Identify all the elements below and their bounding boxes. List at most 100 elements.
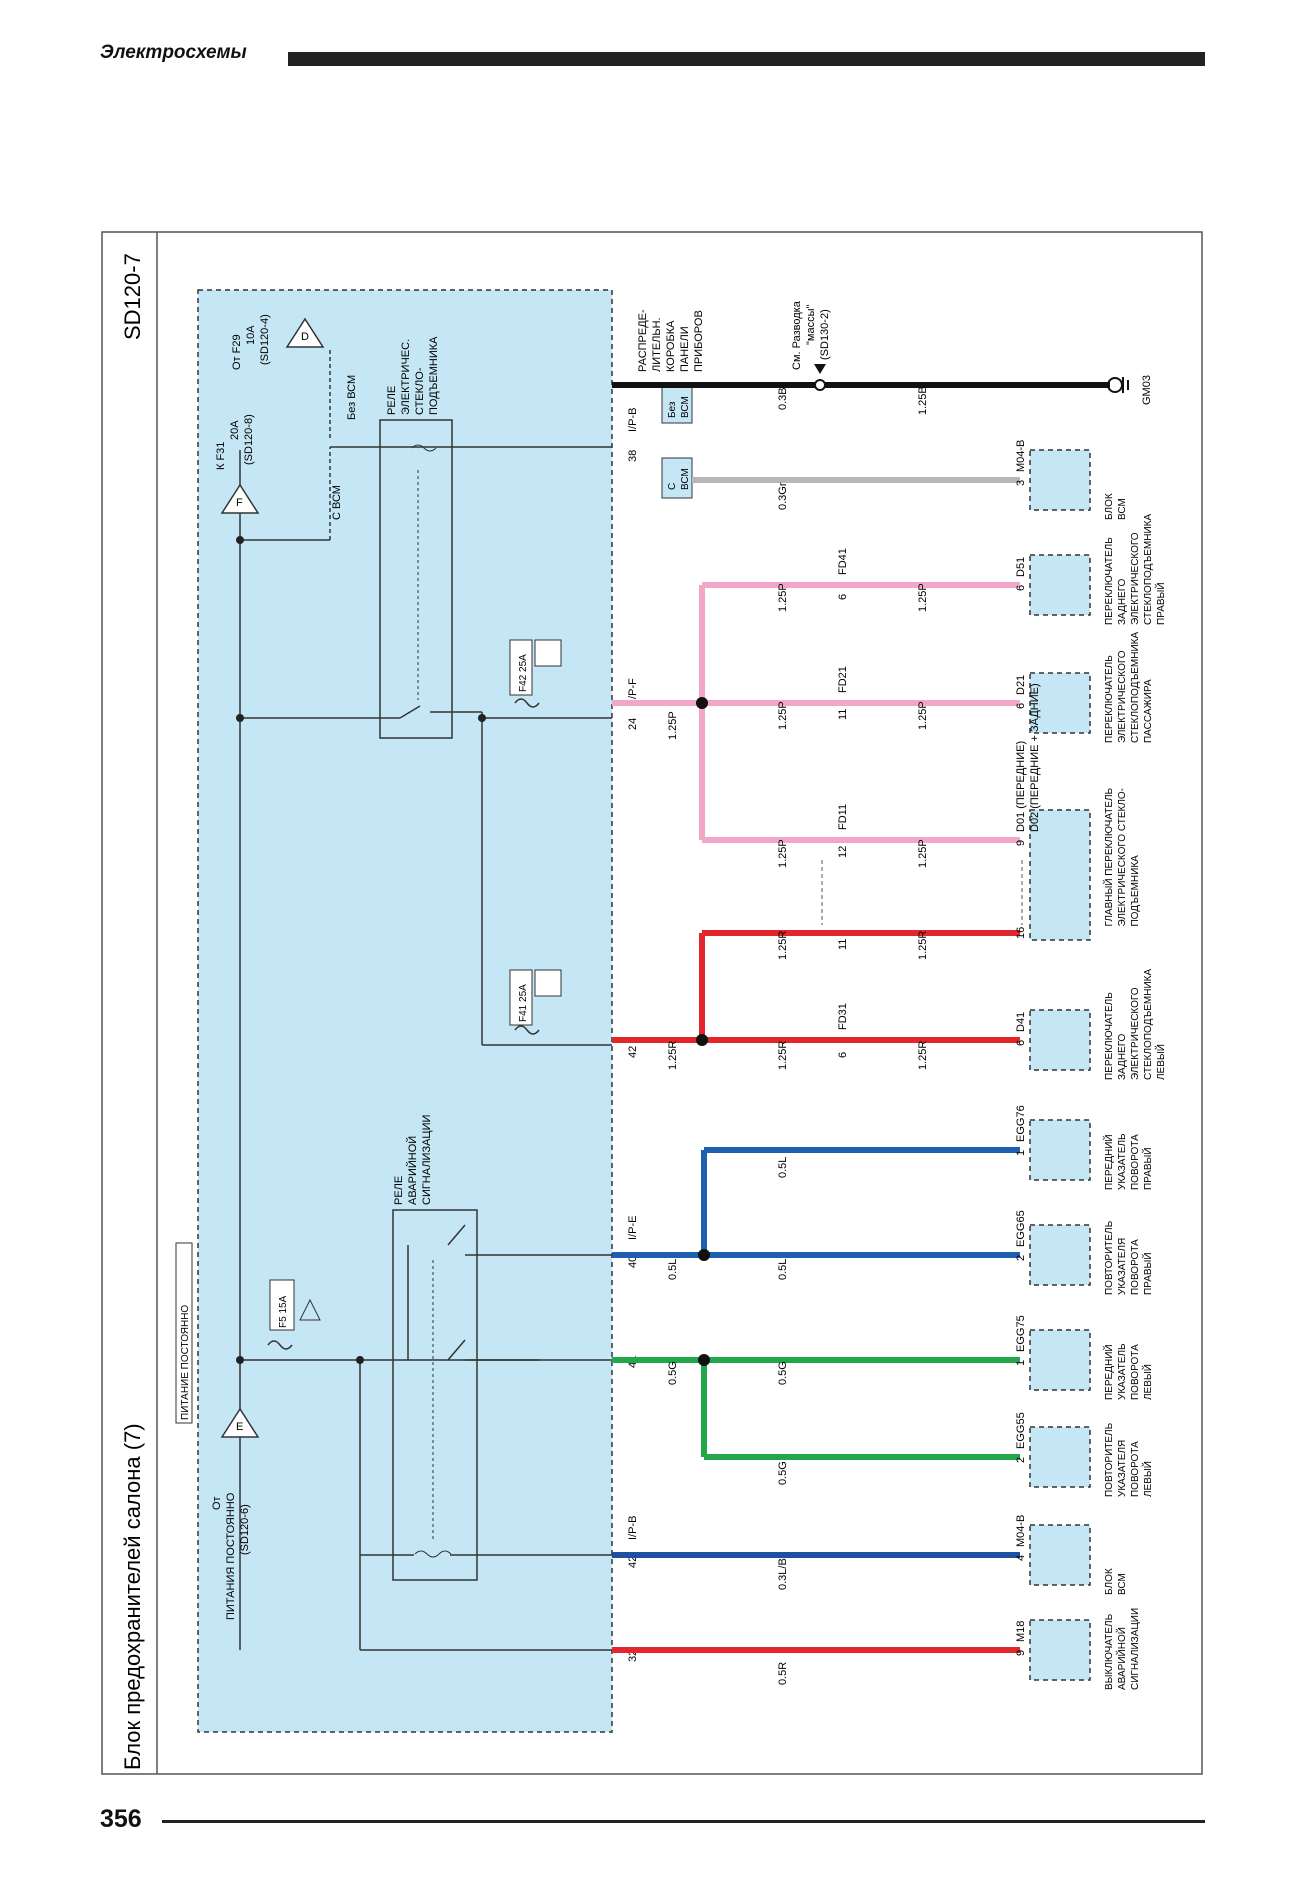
footer-line — [162, 1820, 1205, 1823]
fuse-front-label: F42 25A — [518, 654, 529, 692]
component-box — [1029, 809, 1091, 941]
component-label: ГЛАВНЫЙ ПЕРЕКЛЮЧАТЕЛЬ — [1102, 787, 1115, 926]
component-label: УКАЗАТЕЛЯ — [1117, 1440, 1128, 1497]
component-label: ПЕРЕКЛЮЧАТЕЛЬ — [1104, 992, 1115, 1080]
component-label: ЛЕВЫЙ — [1141, 1461, 1154, 1497]
wl-05g-3: 0.5G — [777, 1461, 789, 1485]
component-label: ЭЛЕКТРИЧЕСКОГО СТЕКЛО- — [1117, 788, 1128, 927]
hazard-relay-line1: РЕЛЕ — [393, 1176, 405, 1205]
fd21: FD21 — [837, 666, 849, 693]
component-connector: D01 (ПЕРЕДНИЕ) — [1015, 741, 1027, 832]
component-label: ЗАДНЕГО — [1117, 578, 1128, 625]
fuse-hazard-box — [269, 1279, 295, 1331]
component-label: СТЕКЛОПОДЪЕМНИКА — [1143, 513, 1154, 625]
pin-38: 38 — [627, 450, 639, 462]
wl-05g-2: 0.5G — [777, 1361, 789, 1385]
ground-ref-2: "массы" — [805, 305, 817, 345]
fd31: FD31 — [837, 1003, 849, 1030]
without-bcm-tag-1: Без — [667, 401, 678, 418]
component-label: ПОВОРОТА — [1130, 1441, 1141, 1497]
pin-42b: 42 — [627, 1556, 639, 1568]
jbox-2: ЛИТЕЛЬН. — [651, 317, 663, 372]
hazard-relay-box — [392, 1209, 478, 1581]
pin-24: 24 — [627, 718, 639, 730]
section-title: Электросхемы — [100, 42, 247, 63]
pin-42a: 42 — [627, 1046, 639, 1058]
component-label: ВЫКЛЮЧАТЕЛЬ — [1104, 1613, 1115, 1690]
component-label: ПРАВЫЙ — [1154, 582, 1167, 625]
with-bcm-tag-2: ВСМ — [680, 468, 691, 490]
perm-power-box — [175, 1242, 193, 1424]
window-relay-line4: ПОДЪЕМНИКА — [428, 336, 440, 415]
perm-power-label: ПИТАНИЕ ПОСТОЯННО — [180, 1305, 191, 1420]
source-d-line1: От F29 — [231, 334, 243, 370]
wl-125p-1: 1.25P — [777, 583, 789, 612]
page-number: 356 — [100, 1805, 142, 1833]
without-bcm-tag-2: ВСМ — [680, 396, 691, 418]
component-connector: M04-B — [1015, 1515, 1027, 1547]
wl-03lb: 0.3L/B — [777, 1558, 789, 1590]
component-label: СТЕКЛОПОДЪЕМНИКА — [1143, 968, 1154, 1080]
component-pin-2: 16 — [1015, 927, 1027, 939]
fuse-front-box — [509, 639, 533, 696]
component-label: СИГНАЛИЗАЦИИ — [1130, 1608, 1141, 1690]
wl-125p-3: 1.25P — [667, 711, 679, 740]
source-f-line1: К F31 — [215, 442, 227, 470]
component-pin: 1 — [1015, 1360, 1027, 1366]
fd11: FD11 — [837, 804, 849, 830]
component-label: БЛОК — [1104, 493, 1115, 520]
source-d-letter: D — [301, 331, 309, 343]
hazard-relay-line2: АВАРИЙНОЙ — [406, 1136, 419, 1205]
component-pin: 4 — [1015, 1555, 1027, 1561]
component-box — [1029, 1119, 1091, 1181]
without-bcm-label: Без ВСМ — [346, 375, 358, 420]
component-connector: EGG65 — [1015, 1210, 1027, 1247]
fuse-hazard-icon — [299, 1298, 321, 1321]
component-label: УКАЗАТЕЛЬ — [1117, 1133, 1128, 1190]
component-label: ПОВТОРИТЕЛЬ — [1104, 1422, 1115, 1497]
component-label: ЭЛЕКТРИЧЕСКОГО — [1130, 987, 1141, 1080]
wl-05l-3: 0.5L — [777, 1259, 789, 1280]
pin-40: 40 — [627, 1256, 639, 1268]
component-label: ВСМ — [1117, 498, 1128, 520]
wl-05l-1: 0.5L — [777, 1157, 789, 1178]
with-bcm-label: С ВСМ — [331, 485, 343, 520]
fuse-hazard-label: F5 15A — [278, 1295, 289, 1328]
header-bar — [288, 52, 1205, 66]
wl-125r-3: 1.25R — [667, 1041, 679, 1070]
component-pin: 9 — [1015, 840, 1027, 846]
source-d-line3: (SD120-4) — [259, 314, 271, 365]
ground-name: GM03 — [1141, 375, 1153, 405]
wl-125p-4: 1.25P — [777, 701, 789, 730]
component-box — [1029, 1329, 1091, 1391]
fuse-rear-label: F41 25A — [518, 984, 529, 1022]
component-label: ПЕРЕКЛЮЧАТЕЛЬ — [1104, 655, 1115, 743]
component-pin: 2 — [1015, 1457, 1027, 1463]
wl-03b: 0.3B — [777, 387, 789, 410]
ground-icon — [1107, 377, 1123, 393]
fuse-rear-box — [509, 969, 533, 1026]
wl-125p-7: 1.25P — [917, 839, 929, 868]
fd11-pin: 12 — [837, 846, 849, 858]
component-pin: 6 — [1015, 585, 1027, 591]
component-label: ВСМ — [1117, 1573, 1128, 1595]
component-connector: D51 — [1015, 557, 1027, 577]
component-label: ПОВОРОТА — [1130, 1239, 1141, 1295]
component-label: СТЕКЛОПОДЪЕМНИКА — [1130, 631, 1141, 743]
component-pin: 2 — [1015, 1255, 1027, 1261]
wl-125p-5: 1.25P — [917, 701, 929, 730]
component-connector-2: D02 (ПЕРЕДНИЕ + ЗАДНИЕ) — [1029, 683, 1041, 832]
jbox-4: ПАНЕЛИ — [679, 326, 691, 372]
component-label: ПОВОРОТА — [1130, 1344, 1141, 1400]
component-label: ЛЕВЫЙ — [1154, 1044, 1167, 1080]
component-box — [1029, 449, 1091, 511]
component-label: ПЕРЕКЛЮЧАТЕЛЬ — [1104, 537, 1115, 625]
conn-ipb-top: I/P-B — [627, 408, 639, 432]
without-bcm-tag — [661, 382, 693, 424]
component-label: ПРАВЫЙ — [1141, 1147, 1154, 1190]
